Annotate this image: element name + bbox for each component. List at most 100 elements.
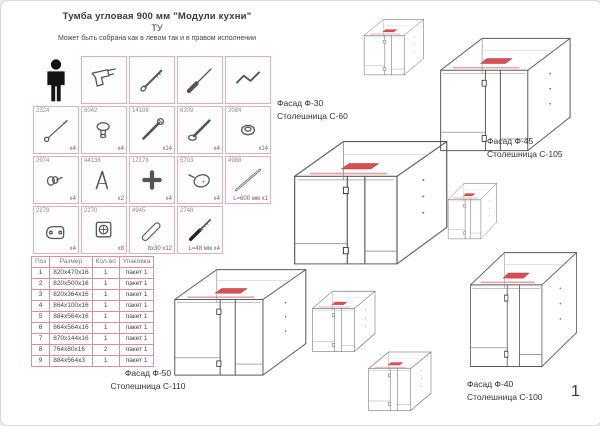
table-cell: 820х364х16 (49, 289, 93, 301)
table-cell: 1 (91, 267, 120, 279)
table-cell: 864х564х16 (49, 322, 93, 334)
euro-screw-cell: 6309 х4 (177, 106, 223, 154)
stud-screw-icon (43, 120, 68, 143)
cross-dowel-icon (142, 170, 162, 190)
corner-cabinet-drawing-bottom-right (469, 251, 578, 368)
table-cell: 1 (91, 311, 120, 323)
hardware-qty: х8 (117, 246, 124, 252)
hardware-qty: х4 (69, 246, 76, 252)
leg-icon (188, 174, 210, 188)
glide-cell: 2974 х4 (33, 156, 79, 204)
person-icon (47, 59, 65, 102)
table-cell: 884х564х16 (49, 311, 93, 323)
table-cell: 2 (91, 344, 120, 356)
label-bottom-right-cabinet: Фасад Ф-40 Столешница С-100 (467, 378, 543, 403)
label-top-right-cabinet: Фасад Ф-45 Столешница С-105 (487, 135, 563, 160)
hardware-qty: 8х30 х12 (147, 246, 172, 252)
hardware-code: 6309 (180, 108, 194, 114)
hinge-icon (46, 225, 65, 240)
column-header: Размер (49, 256, 93, 268)
bracket-cell: 44138 х2 (81, 156, 127, 204)
column-header: Упаковка (118, 256, 155, 268)
table-cell: 864х100х16 (49, 300, 93, 312)
countertop-label: Столешница С-100 (467, 391, 543, 402)
table-cell: 1 (91, 300, 120, 312)
table-cell: 820х500х16 (49, 278, 93, 290)
allen-key-icon (236, 71, 260, 84)
hardware-qty: х4 (213, 146, 220, 152)
hardware-code: 2974 (36, 158, 50, 164)
table-cell: пакет 1 (118, 344, 155, 356)
standard-label: ТУ (151, 23, 163, 33)
table-cell: пакет 1 (118, 311, 155, 323)
facade-label: Фасад Ф-45 (487, 136, 534, 146)
cap-icon (96, 122, 110, 139)
facade-label: Фасад Ф-30 (277, 98, 324, 108)
hardware-code: 12178 (132, 158, 149, 164)
table-cell: 870х144х16 (49, 333, 93, 345)
confirmat-screw-icon (142, 117, 165, 140)
table-cell: 1 (30, 267, 51, 279)
countertop-label: Столешница С-105 (487, 148, 563, 159)
hardware-code: 2324 (36, 108, 50, 114)
cam-lock-cell: 2270 х8 (81, 206, 127, 254)
bracket-icon (95, 170, 109, 190)
hardware-code: 14108 (132, 108, 149, 114)
euro-screw-icon (187, 119, 211, 141)
hardware-code: 2270 (84, 208, 98, 214)
hardware-code: 44138 (84, 158, 101, 164)
table-cell: 820х470х16 (49, 267, 93, 279)
column-header: Поз (30, 256, 51, 268)
table-cell: пакет 1 (118, 278, 155, 290)
grommet-icon (240, 124, 256, 136)
label-bottom-left-cabinet: Фасад Ф-50 Столешница С-110 (73, 367, 223, 392)
cabinet-thumbnail-1 (363, 19, 425, 76)
table-cell: 764х80х16 (49, 344, 93, 356)
hardware-qty: х4 (117, 146, 124, 152)
corner-cabinet-drawing-bottom-left (173, 268, 307, 376)
hardware-qty: L=600 мм х1 (233, 196, 268, 202)
double-screw-icon (188, 218, 212, 242)
allen-key-cell (225, 56, 271, 104)
table-cell: пакет 1 (118, 355, 155, 367)
table-cell: 1 (91, 355, 120, 367)
table-cell: пакет 1 (118, 300, 155, 312)
table-cell: 8 (30, 344, 51, 356)
column-header: Кол-во (91, 256, 120, 268)
person-cell (33, 56, 79, 104)
table-cell: 1 (91, 289, 120, 301)
table-cell: 1 (91, 278, 120, 290)
bolt-icon (140, 69, 163, 92)
hardware-qty: х14 (258, 146, 268, 152)
page-number: 1 (571, 383, 580, 400)
table-cell: 6 (30, 322, 51, 334)
table-cell: 9 (30, 355, 51, 367)
label-mid-cabinet: Фасад Ф-30 Столешница С-60 (277, 97, 348, 122)
hardware-qty: х4 (69, 146, 76, 152)
page-title: Тумба угловая 900 мм "Модули кухни" (62, 11, 252, 22)
table-cell: 884х564х3 (49, 355, 93, 367)
cabinet-thumbnail-2 (447, 183, 498, 240)
table-cell: 1 (91, 322, 120, 334)
hardware-qty: х4 (69, 196, 76, 202)
table-cell: пакет 1 (118, 333, 155, 345)
cabinet-thumbnail-4 (368, 351, 432, 412)
hardware-code: 5703 (180, 158, 194, 164)
hardware-qty: х2 (117, 196, 124, 202)
hardware-code: 2084 (228, 108, 242, 114)
